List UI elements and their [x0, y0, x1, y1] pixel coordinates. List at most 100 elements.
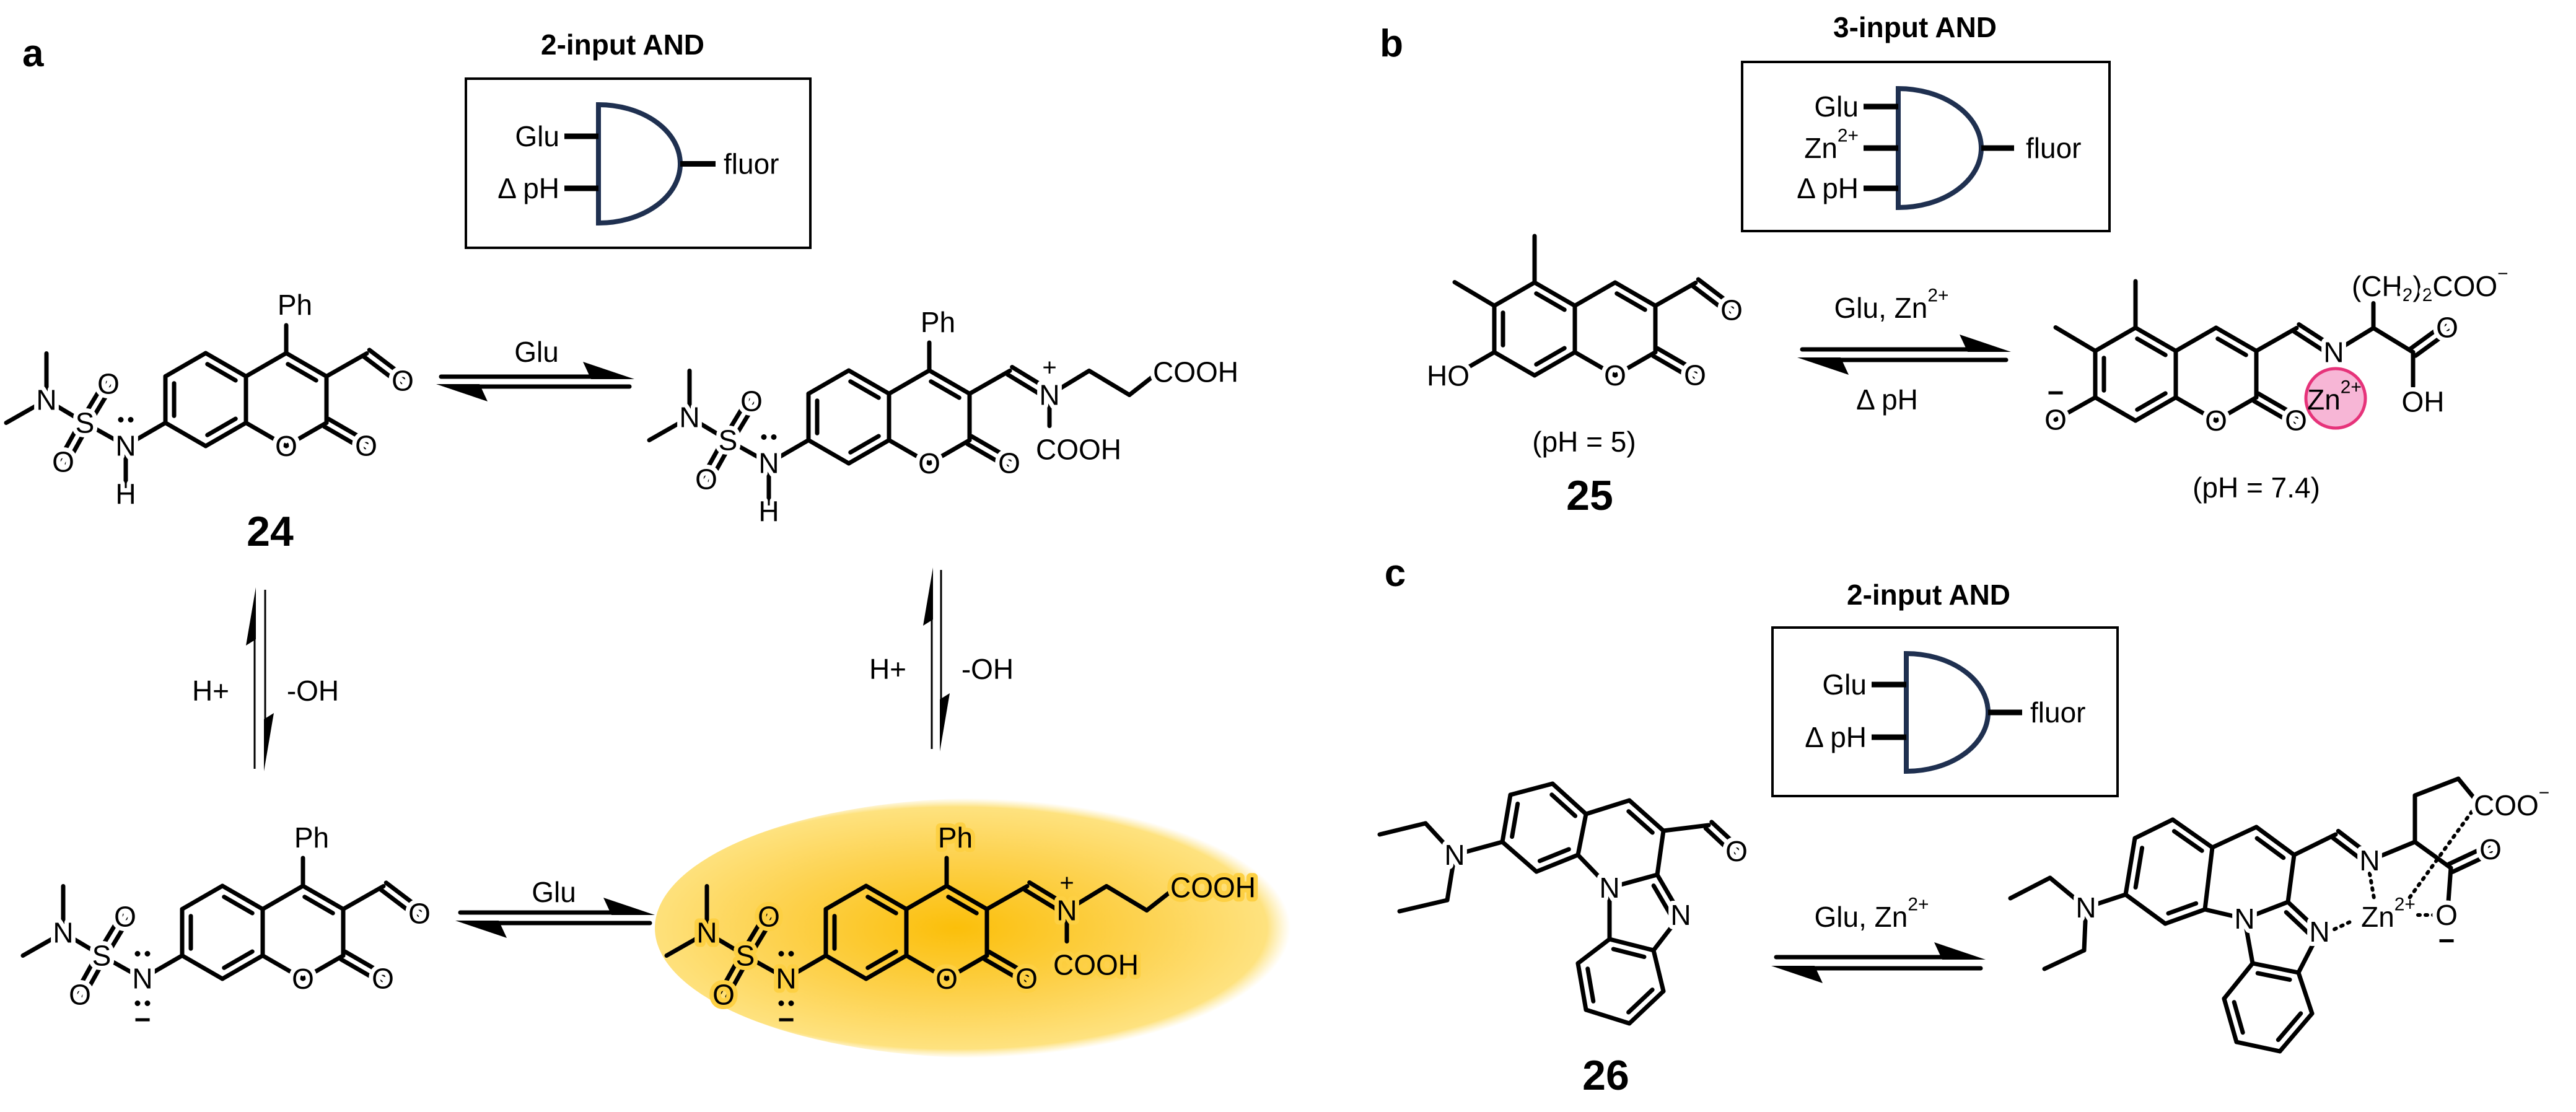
arrow-head — [940, 693, 950, 751]
lone-pair-dot — [761, 434, 767, 440]
atom-label: N — [679, 401, 699, 434]
text-part: N — [776, 963, 796, 995]
text-part: (pH = 7.4) — [2193, 471, 2320, 504]
text-part: OH — [2402, 386, 2445, 418]
reagent-label: -OH — [962, 653, 1014, 685]
atom-label: N — [115, 430, 136, 462]
bond — [2292, 832, 2338, 857]
atom-label: O — [392, 365, 414, 397]
double-bond-inner — [2255, 971, 2292, 982]
bond — [260, 953, 305, 981]
atom-label: N — [36, 384, 56, 416]
double-bond-inner — [2135, 336, 2168, 357]
text-part: − — [2539, 782, 2549, 803]
coordination-bond — [2333, 918, 2356, 931]
atom-label: O — [372, 963, 394, 995]
text-part: O — [2436, 312, 2458, 344]
reagent-label: H+ — [192, 675, 229, 707]
atom-label: N — [53, 917, 73, 949]
text-part: O — [1604, 359, 1626, 392]
bond — [2254, 326, 2299, 353]
and-gate-symbol — [1896, 85, 1984, 211]
arrow-head — [923, 567, 933, 626]
atom-label: O — [2436, 312, 2458, 344]
ph-condition: (pH = 5) — [1532, 426, 1636, 458]
atom-label: N — [2359, 844, 2380, 877]
text-part: HO — [1427, 360, 1470, 392]
double-bond-inner — [1614, 291, 1647, 312]
atom-label: O — [275, 430, 297, 462]
gate-title: 3-input AND — [1833, 11, 1997, 43]
text-part: N — [1056, 895, 1077, 927]
double-bond-inner — [222, 949, 255, 970]
atom-label: O — [97, 368, 120, 400]
text-part: O — [372, 963, 394, 995]
text-part: O — [97, 368, 120, 400]
logic-gate-box — [1771, 626, 2119, 797]
reagent-label: Δ pH — [1856, 383, 1918, 416]
atom-label: − — [2438, 924, 2455, 957]
bond — [2123, 892, 2168, 926]
atom-label: O — [2205, 405, 2227, 437]
gate-title: 2-input AND — [541, 28, 704, 61]
atom-label: + — [1059, 870, 1074, 897]
bond — [1532, 280, 1577, 308]
double-bond — [2256, 391, 2301, 419]
bond — [1607, 872, 1660, 890]
text-part: O — [275, 430, 297, 462]
bond — [61, 930, 104, 958]
text-part: ) — [2412, 270, 2422, 302]
arrow-head — [246, 587, 256, 646]
double-bond-inner — [1549, 792, 1578, 818]
text-part: (pH = 5) — [1532, 426, 1636, 458]
atom-label: O — [2479, 833, 2502, 865]
double-bond — [2292, 329, 2334, 358]
double-bond — [379, 887, 419, 919]
reagent-label: Glu — [514, 336, 559, 368]
double-bond-inner — [2215, 336, 2248, 357]
atom-label: O — [355, 430, 377, 462]
text-part: O — [935, 963, 958, 995]
bond — [704, 930, 748, 958]
atom-label: O — [114, 901, 136, 933]
atom-label: O — [408, 898, 431, 930]
atom-label: N — [1599, 872, 1619, 904]
atom-label: O — [1720, 294, 1743, 326]
text-part: COOH — [1036, 434, 1121, 466]
atom-label: N — [696, 917, 717, 949]
atom-label: N — [2075, 891, 2096, 924]
bond — [2222, 996, 2239, 1044]
double-bond — [326, 416, 371, 444]
double-bond — [79, 379, 107, 423]
bond — [2202, 907, 2247, 921]
atom-label: N — [2234, 903, 2254, 935]
text-part: 2 — [2403, 284, 2413, 305]
bond — [2133, 395, 2178, 423]
text-part: O — [2285, 405, 2307, 437]
atom-label: N — [1056, 895, 1077, 927]
text-part: Glu — [1822, 668, 1867, 701]
text-part: COOH — [1053, 949, 1139, 981]
reagent-label: Glu, Zn2+ — [1834, 285, 1949, 324]
bond — [284, 421, 329, 449]
bond — [1575, 812, 1588, 857]
bond — [2250, 961, 2301, 975]
bond — [1613, 280, 1658, 308]
lone-pair-dot — [134, 1000, 141, 1006]
bond — [1575, 961, 1588, 1012]
bond — [1613, 350, 1658, 378]
double-bond — [2447, 843, 2491, 867]
bond — [2412, 839, 2453, 870]
atom-label: N — [2309, 916, 2329, 948]
bond — [904, 953, 949, 981]
bond — [2296, 929, 2322, 975]
double-bond-inner — [1626, 809, 1655, 835]
double-bond — [2413, 328, 2452, 358]
text-part: Glu — [515, 120, 559, 152]
text-part: Glu, Zn — [1815, 901, 1908, 933]
gate-input-label: Glu — [515, 120, 559, 152]
bond — [2456, 776, 2477, 802]
text-part: 26 — [1582, 1052, 1629, 1099]
atom-label: O — [695, 463, 717, 496]
